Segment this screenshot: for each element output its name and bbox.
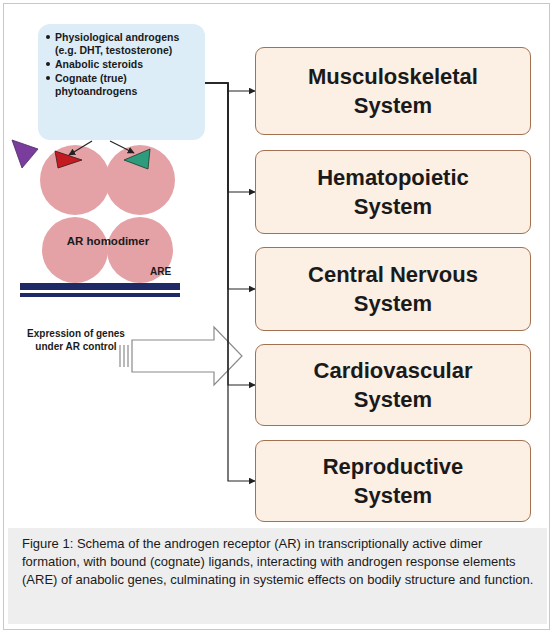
receptor-subunit bbox=[42, 217, 108, 283]
ligand-list-box: Physiological androgens (e.g. DHT, testo… bbox=[38, 24, 205, 140]
system-box: Cardiovascular System bbox=[255, 344, 531, 426]
dna-strand bbox=[20, 283, 180, 290]
branch-connector bbox=[205, 83, 255, 192]
process-label: Expression of genes under AR control bbox=[18, 327, 134, 353]
ligand-item: Physiological androgens (e.g. DHT, testo… bbox=[46, 31, 197, 57]
system-box: Musculoskeletal System bbox=[255, 47, 531, 135]
system-name: Reproductive System bbox=[286, 452, 501, 510]
branch-connector bbox=[205, 83, 255, 91]
system-name: Musculoskeletal System bbox=[286, 62, 501, 120]
element-label: ARE bbox=[150, 265, 190, 278]
receptor-subunit bbox=[40, 145, 110, 215]
system-box: Central Nervous System bbox=[255, 247, 531, 331]
receptor-subunit bbox=[105, 145, 175, 215]
arrow-tail-mark bbox=[119, 345, 120, 367]
ligand-item: Cognate (true) phytoandrogens bbox=[46, 72, 197, 98]
hollow-arrow bbox=[132, 327, 242, 385]
system-box: Reproductive System bbox=[255, 440, 531, 522]
system-box: Hematopoietic System bbox=[255, 150, 531, 234]
system-name: Hematopoietic System bbox=[286, 163, 501, 221]
arrow-tail-mark bbox=[127, 345, 128, 367]
figure-caption: Figure 1: Schema of the androgen recepto… bbox=[22, 535, 534, 589]
dimer-label: AR homodimer bbox=[38, 235, 178, 247]
system-name: Central Nervous System bbox=[286, 260, 501, 318]
ligand-item: Anabolic steroids bbox=[46, 58, 197, 71]
branch-connector bbox=[205, 83, 255, 481]
bullet-dot bbox=[46, 76, 50, 80]
branch-connector bbox=[205, 83, 255, 385]
arrow-tail-mark bbox=[123, 345, 124, 367]
bullet-dot bbox=[46, 35, 50, 39]
system-name: Cardiovascular System bbox=[286, 356, 501, 414]
dna-strand bbox=[20, 293, 180, 297]
branch-connector bbox=[205, 83, 255, 289]
ligand-triangle bbox=[12, 140, 38, 168]
bullet-dot bbox=[46, 62, 50, 66]
